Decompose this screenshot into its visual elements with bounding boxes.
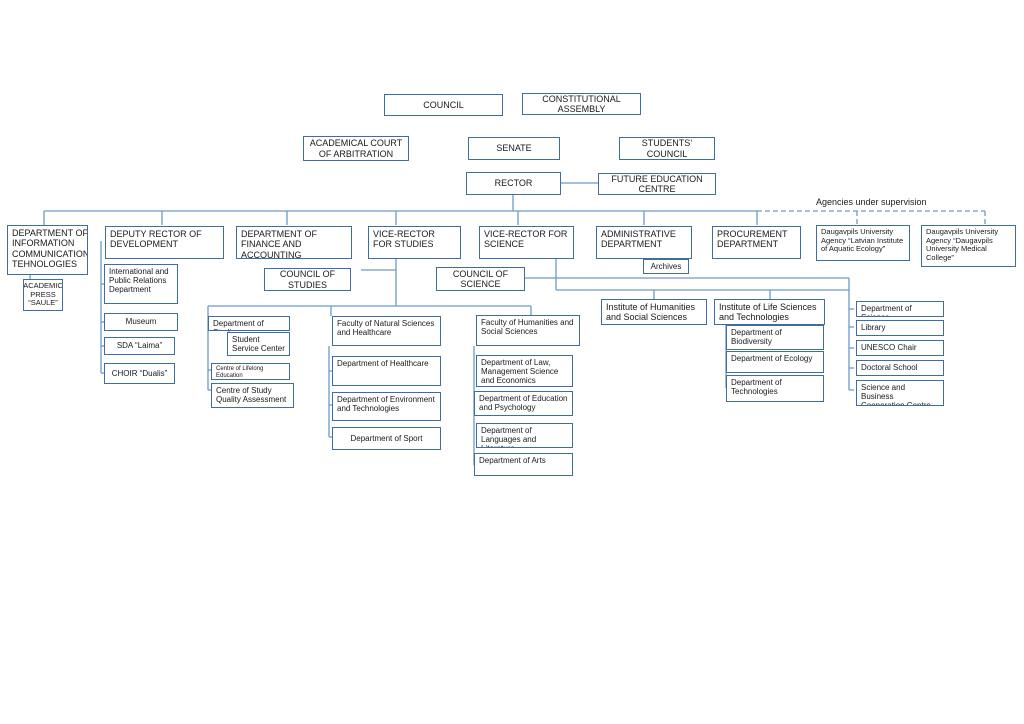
department-ecology-box: Department of Ecology — [726, 351, 824, 373]
future-education-centre-box: FUTURE EDUCATION CENTRE — [598, 173, 716, 195]
choir-dualis-box: CHOIR “Dualis” — [104, 363, 175, 384]
cooperation-centre-box: Science and Business Cooperation Centre — [856, 380, 944, 406]
vice-rector-science-box: VICE-RECTOR FOR SCIENCE — [479, 226, 574, 259]
department-biodiversity-box: Department of Biodiversity — [726, 325, 824, 350]
department-sport-box: Department of Sport — [332, 427, 441, 450]
department-environment-box: Department of Environment and Technologi… — [332, 392, 441, 421]
lifelong-education-box: Centre of Lifelong Education — [211, 363, 290, 380]
department-law-box: Department of Law, Management Science an… — [476, 355, 573, 387]
agencies-caption: Agencies under supervision — [816, 197, 927, 207]
study-quality-assessment-box: Centre of Study Quality Assessment — [211, 383, 294, 408]
deputy-rector-box: DEPUTY RECTOR OF DEVELOPMENT — [105, 226, 224, 259]
department-technologies-box: Department of Technologies — [726, 375, 824, 402]
council-of-science-box: COUNCIL OF SCIENCE — [436, 267, 525, 291]
procurement-department-box: PROCUREMENT DEPARTMENT — [712, 226, 801, 259]
faculty-natural-sciences-box: Faculty of Natural Sciences and Healthca… — [332, 316, 441, 346]
vice-rector-studies-box: VICE-RECTOR FOR STUDIES — [368, 226, 461, 259]
international-relations-box: International and Public Relations Depar… — [104, 264, 178, 304]
agency-medical-box: Daugavpils University Agency “Daugavpils… — [921, 225, 1016, 267]
museum-box: Museum — [104, 313, 178, 331]
institute-life-sciences-box: Institute of Life Sciences and Technolog… — [714, 299, 825, 325]
finance-department-box: DEPARTMENT OF FINANCE AND ACCOUNTING — [236, 226, 352, 259]
department-science-box: Department of Science — [856, 301, 944, 317]
council-box: COUNCIL — [384, 94, 503, 116]
senate-box: SENATE — [468, 137, 560, 160]
institute-humanities-box: Institute of Humanities and Social Scien… — [601, 299, 707, 325]
department-healthcare-box: Department of Healthcare — [332, 356, 441, 386]
archives-box: Archives — [643, 259, 689, 274]
students-council-box: STUDENTS’ COUNCIL — [619, 137, 715, 160]
academical-court-box: ACADEMICAL COURT OF ARBITRATION — [303, 136, 409, 161]
academic-press-box: ACADEMIC PRESS “SAULE” — [23, 279, 63, 311]
sda-laima-box: SDA “Laima” — [104, 337, 175, 355]
council-of-studies-box: COUNCIL OF STUDIES — [264, 268, 351, 291]
department-arts-box: Department of Arts — [474, 453, 573, 476]
department-education-box: Department of Education and Psychology — [474, 391, 573, 416]
agency-aquatic-box: Daugavpils University Agency “Latvian In… — [816, 225, 910, 261]
it-department-box: DEPARTMENT OF INFORMATION COMMUNICATION … — [7, 225, 88, 275]
rector-box: RECTOR — [466, 172, 561, 195]
constitutional-assembly-box: CONSTITUTIONAL ASSEMBLY — [522, 93, 641, 115]
faculty-humanities-box: Faculty of Humanities and Social Science… — [476, 315, 580, 346]
doctoral-school-box: Doctoral School — [856, 360, 944, 376]
unesco-chair-box: UNESCO Chair — [856, 340, 944, 356]
department-of-studies-box: Department of Studies — [208, 316, 290, 331]
student-service-center-box: Student Service Center — [227, 332, 290, 356]
department-languages-box: Department of Languages and Literature — [476, 423, 573, 448]
library-box: Library — [856, 320, 944, 336]
administrative-department-box: ADMINISTRATIVE DEPARTMENT — [596, 226, 692, 259]
